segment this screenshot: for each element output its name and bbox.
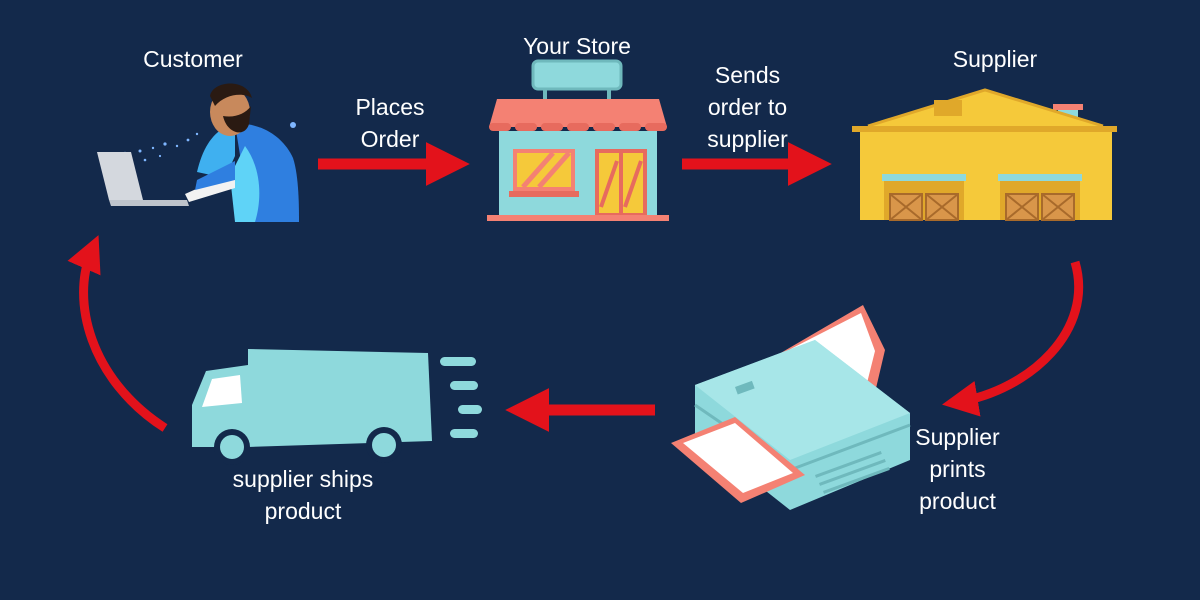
delivery-truck-icon [192, 349, 482, 465]
printer-icon [671, 305, 911, 510]
warehouse-icon [852, 88, 1117, 221]
customer-label: Customer [143, 46, 243, 72]
truck-label: supplier ships product [232, 466, 374, 524]
customer-at-laptop-icon [97, 83, 299, 222]
sends-order-label: Sends order to supplier [707, 62, 788, 152]
store-label: Your Store [523, 33, 631, 59]
storefront-icon [487, 59, 669, 221]
arrow-supplier-to-printer [942, 260, 1084, 417]
supplier-label: Supplier [952, 46, 1038, 72]
arrow-truck-to-customer [67, 235, 168, 432]
places-order-label: Places Order [355, 94, 425, 152]
printer-label: Supplier prints product [915, 424, 1000, 514]
